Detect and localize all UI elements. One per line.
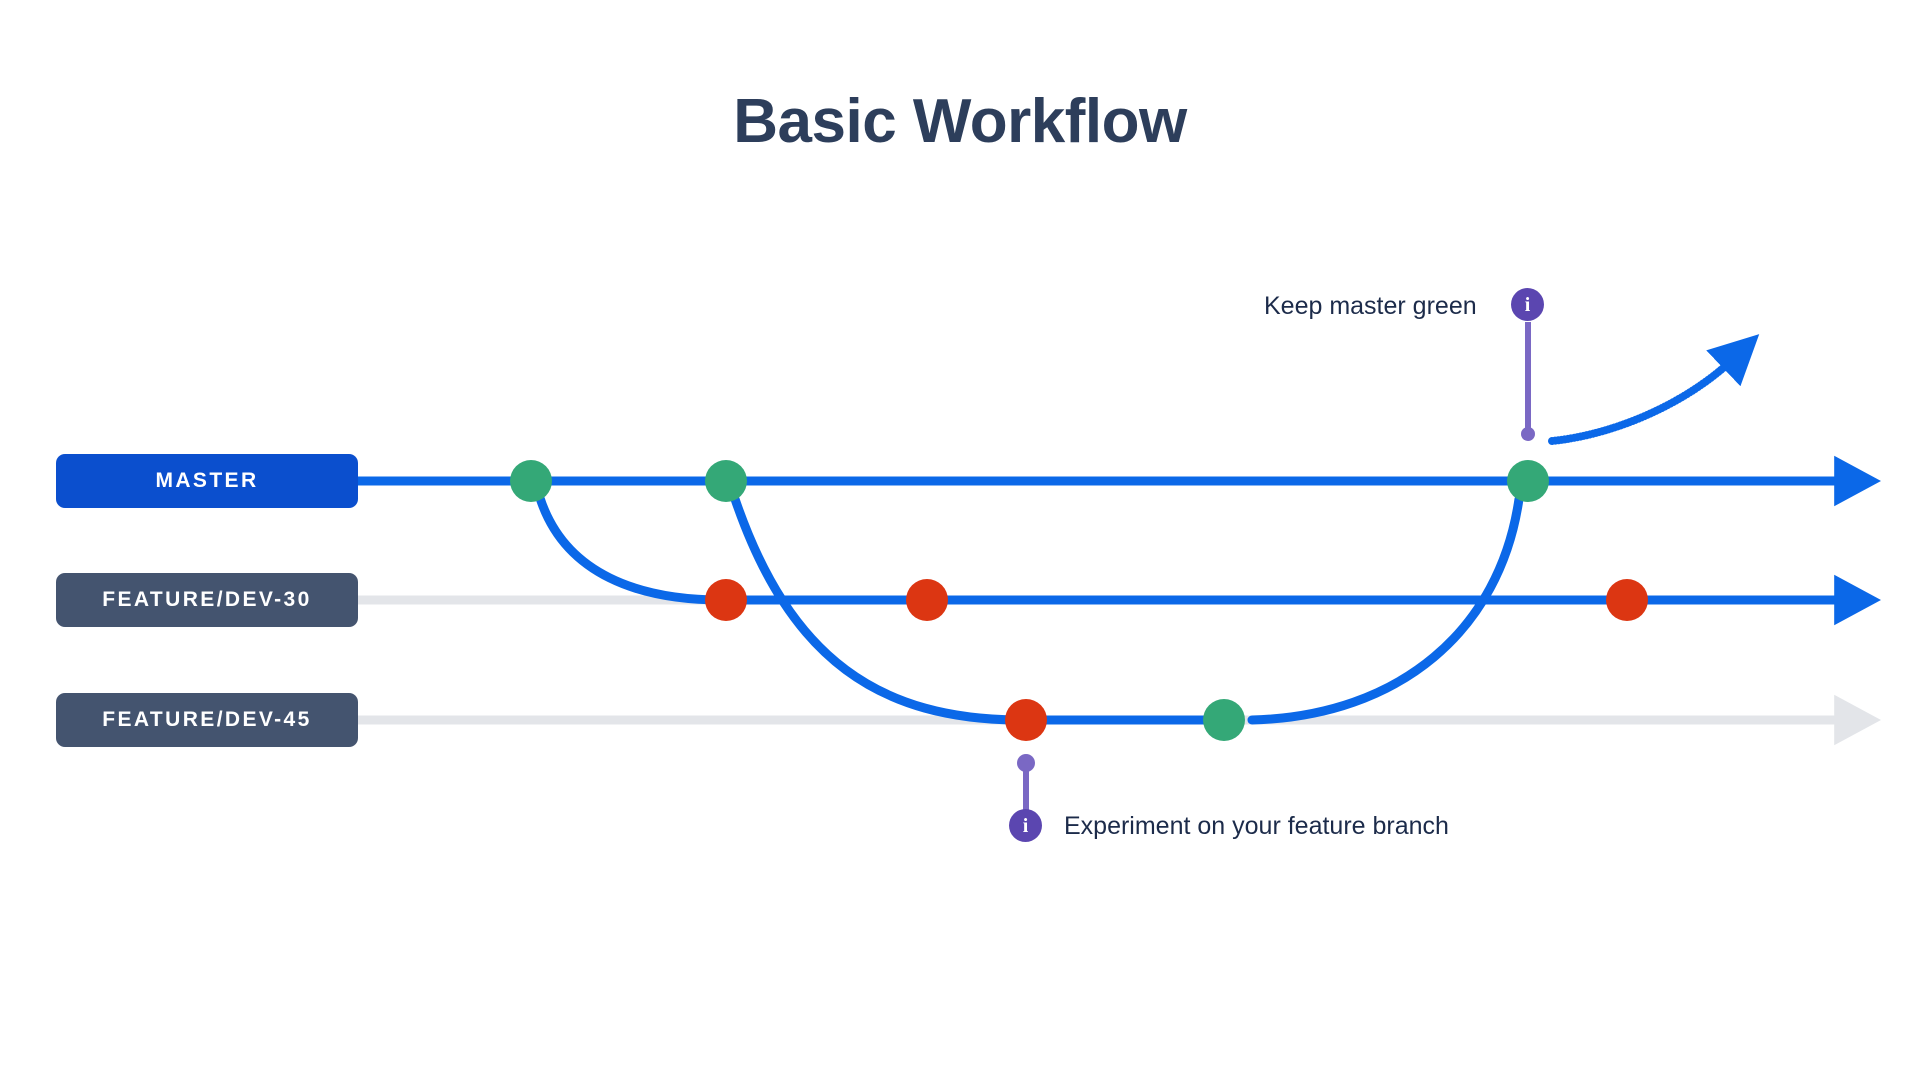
annotation-keep-master-green-label: Keep master green <box>1264 292 1477 320</box>
commit-node[interactable] <box>1005 699 1047 741</box>
info-icon[interactable]: i <box>1009 809 1042 842</box>
future-dotted-arrow <box>1548 334 1760 445</box>
annotation-anchor-dot <box>1017 754 1035 772</box>
branch-label-feature-dev-45[interactable]: FEATURE/DEV-45 <box>56 693 358 747</box>
branch-curve-master-to-dev30 <box>535 493 727 605</box>
branch-label-master[interactable]: MASTER <box>56 454 358 508</box>
annotation-anchor-dot <box>1521 427 1535 441</box>
annotation-experiment-on-feature-branch-label: Experiment on your feature branch <box>1064 812 1449 840</box>
branch-label-feature-dev-30[interactable]: FEATURE/DEV-30 <box>56 573 358 627</box>
commit-node[interactable] <box>1606 579 1648 621</box>
commit-node[interactable] <box>906 579 948 621</box>
commit-node[interactable] <box>1203 699 1245 741</box>
commit-node[interactable] <box>705 460 747 502</box>
info-icon[interactable]: i <box>1511 288 1544 321</box>
merge-curve-dev45-to-master <box>1247 494 1524 725</box>
branch-curve-master-to-dev45 <box>730 494 1027 725</box>
page-title: Basic Workflow <box>733 87 1187 156</box>
commit-node[interactable] <box>510 460 552 502</box>
commit-node[interactable] <box>1507 460 1549 502</box>
commit-node[interactable] <box>705 579 747 621</box>
